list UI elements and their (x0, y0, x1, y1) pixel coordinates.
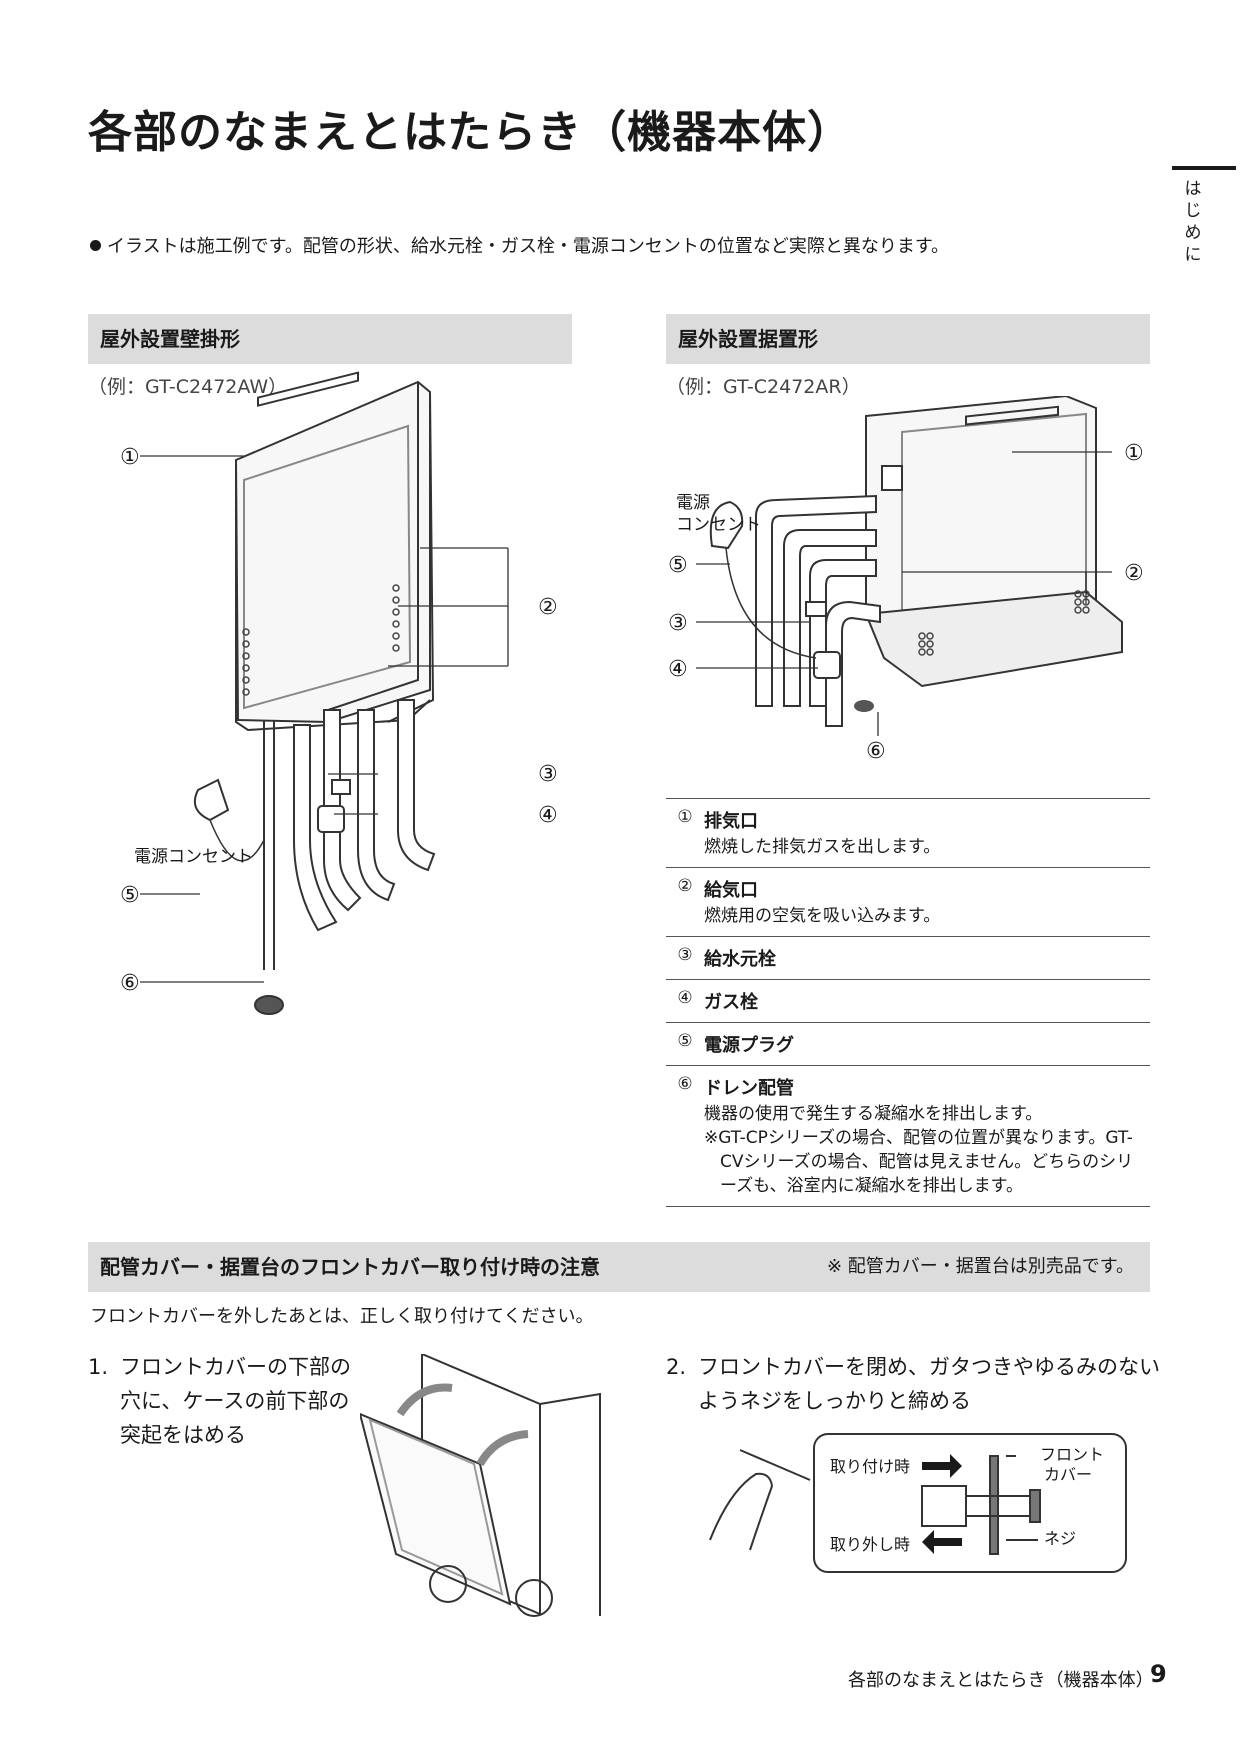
marker-5-ground: ⑤ (668, 553, 688, 578)
page-title: 各部のなまえとはたらき（機器本体） (88, 107, 853, 158)
marker-6-ground: ⑥ (866, 739, 886, 762)
intake-dots (242, 584, 400, 696)
outlet-label-wall: 電源コンセント (134, 847, 253, 867)
legend-name: 電源プラグ (704, 1035, 794, 1056)
marker-3-wall: ③ (538, 762, 558, 787)
attach-label: 取り付け時 (830, 1457, 910, 1476)
marker-5-wall: ⑤ (120, 883, 140, 908)
table-row: ④ ガス栓 (666, 979, 1150, 1023)
legend-num: ③ (666, 936, 704, 980)
marker-3-ground: ③ (668, 611, 688, 636)
step-2-num: 2. (666, 1355, 687, 1379)
detach-label: 取り外し時 (830, 1535, 910, 1554)
ground-mount-example: （例：GT-C2472AR） (666, 376, 861, 398)
cover-section-note: ※ 配管カバー・据置台は別売品です。 (826, 1256, 1134, 1277)
legend-desc: 機器の使用で発生する凝縮水を排出します。 (704, 1104, 1043, 1124)
marker-2-wall: ② (538, 595, 558, 620)
marker-4-wall: ④ (538, 803, 558, 828)
piping (254, 699, 436, 1015)
footer-title: 各部のなまえとはたらき（機器本体） (848, 1670, 1154, 1691)
step-1-line-2: 穴に、ケースの前下部の (120, 1389, 350, 1413)
legend-desc: 燃焼した排気ガスを出します。 (704, 837, 941, 857)
legend-desc-note: ※GT-CPシリーズの場合、配管の位置が異なります。GT-CVシリーズの場合、配… (704, 1128, 1134, 1196)
step-2-illustration: 取り付け時 取り外し時 フロント カバー ネジ (709, 1433, 1127, 1573)
plug-icon (709, 500, 744, 550)
wall-mount-example: （例：GT-C2472AW） (88, 376, 288, 398)
marker-6-wall: ⑥ (120, 971, 140, 996)
marker-1-wall: ① (120, 445, 140, 470)
marker-1-ground: ① (1124, 441, 1144, 466)
outlet-label-ground-2: コンセント (676, 515, 761, 535)
step-2-line-1: フロントカバーを閉め、ガタつきやゆるみのない (698, 1355, 1160, 1379)
illustration-note: イラストは施工例です。配管の形状、給水元栓・ガス栓・電源コンセントの位置など実際… (90, 232, 949, 258)
side-tab-rule (1172, 166, 1236, 170)
legend-name: 給水元栓 (704, 949, 776, 970)
arrow-icon (476, 1430, 529, 1467)
step-1-num: 1. (88, 1355, 109, 1379)
wall-mount-illustration: ① ② ③ ④ ⑤ ⑥ 電源コンセント (120, 371, 558, 1015)
legend-num: ⑤ (666, 1022, 704, 1066)
parts-legend-table: ① 排気口 燃焼した排気ガスを出します。 ② 給気口 燃焼用の空気を吸い込みます… (666, 798, 1150, 1207)
step-1-illustration (360, 1354, 601, 1617)
bullet-icon (90, 240, 101, 251)
legend-num: ① (666, 798, 704, 868)
section-header-ground-mount: 屋外設置据置形 (666, 314, 1150, 364)
marker-2-ground: ② (1124, 561, 1144, 586)
cover-section-title: 配管カバー・据置台のフロントカバー取り付け時の注意 (100, 1255, 600, 1279)
step-1-line-1: フロントカバーの下部の (120, 1355, 351, 1379)
table-row: ⑤ 電源プラグ (666, 1022, 1150, 1066)
marker-4-ground: ④ (668, 657, 688, 682)
attach-arrow-icon (922, 1454, 962, 1478)
legend-num: ⑥ (666, 1065, 704, 1207)
screw-label: ネジ (1044, 1529, 1076, 1548)
ground-mount-illustration: ① ② ③ ④ ⑤ ⑥ 電源 コンセント (668, 396, 1144, 762)
table-row: ③ 給水元栓 (666, 936, 1150, 980)
cover-intro: フロントカバーを外したあとは、正しく取り付けてください。 (90, 1306, 594, 1327)
step-1: 1. フロントカバーの下部の 穴に、ケースの前下部の 突起をはめる (88, 1350, 351, 1452)
step-2-line-2: ようネジをしっかりと締める (698, 1389, 971, 1413)
detach-arrow-icon (922, 1530, 962, 1554)
legend-num: ② (666, 867, 704, 937)
legend-name: 給気口 (704, 880, 758, 901)
legend-name: ガス栓 (704, 992, 758, 1013)
arrow-icon (396, 1383, 453, 1417)
hand-icon (709, 1472, 774, 1551)
front-cover-label-1: フロント (1040, 1445, 1104, 1464)
legend-desc: 燃焼用の空気を吸い込みます。 (704, 906, 941, 926)
outlet-label-ground-1: 電源 (676, 493, 710, 513)
plug-icon (194, 778, 230, 822)
legend-name: 排気口 (704, 811, 758, 832)
page-number: 9 (1150, 1660, 1167, 1688)
table-row: ① 排気口 燃焼した排気ガスを出します。 (666, 798, 1150, 868)
legend-num: ④ (666, 979, 704, 1023)
table-row: ⑥ ドレン配管 機器の使用で発生する凝縮水を排出します。 ※GT-CPシリーズの… (666, 1065, 1150, 1207)
table-row: ② 給気口 燃焼用の空気を吸い込みます。 (666, 867, 1150, 937)
step-2: 2. フロントカバーを閉め、ガタつきやゆるみのない ようネジをしっかりと締める (666, 1350, 1160, 1418)
step-1-line-3: 突起をはめる (120, 1423, 246, 1447)
legend-name: ドレン配管 (704, 1078, 794, 1099)
front-cover-label-2: カバー (1044, 1465, 1092, 1484)
section-header-wall-mount: 屋外設置壁掛形 (88, 314, 572, 364)
note-text: イラストは施工例です。配管の形状、給水元栓・ガス栓・電源コンセントの位置など実際… (107, 236, 950, 257)
section-header-cover: 配管カバー・据置台のフロントカバー取り付け時の注意 ※ 配管カバー・据置台は別売… (88, 1242, 1150, 1292)
detail-callout (813, 1433, 1127, 1573)
side-tab-label: はじめに (1184, 179, 1202, 265)
